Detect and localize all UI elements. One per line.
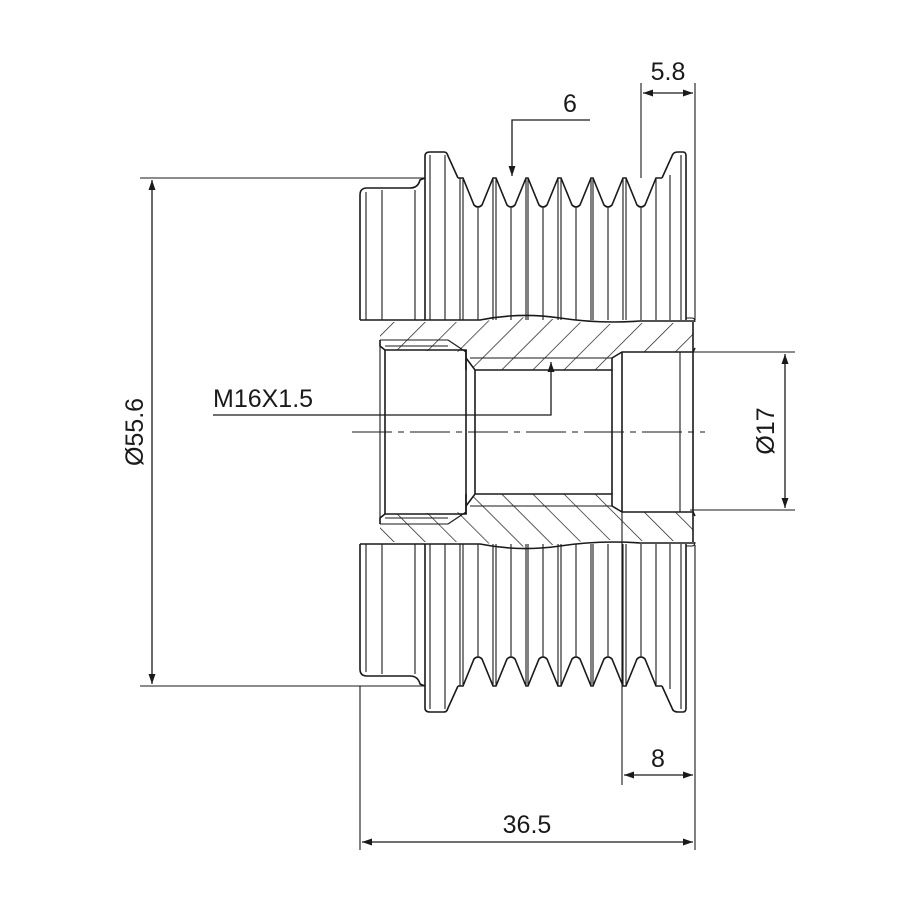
dimension-groove-count: 6 [508,90,590,176]
overall-length-label: 36.5 [503,811,552,839]
dimension-flange-width: 5.8 [640,58,696,320]
pulley-half-outline [359,151,696,432]
dimension-outer-diameter: Ø55.6 [121,177,425,687]
bore-depth-label: 8 [651,745,665,773]
pulley-half-outline-mirrored [359,431,696,713]
dimension-thread: M16X1.5 [213,362,555,416]
flange-width-label: 5.8 [651,58,686,86]
section-hatch [380,317,693,370]
bore-diameter-label: Ø17 [752,407,780,454]
dimension-bore-depth: 8 [621,510,696,850]
dimension-overall-length: 36.5 [359,686,693,850]
dimension-bore-diameter: Ø17 [690,351,795,511]
thread-label: M16X1.5 [213,385,313,413]
groove-count-label: 6 [563,90,577,118]
outer-diameter-label: Ø55.6 [121,398,149,466]
